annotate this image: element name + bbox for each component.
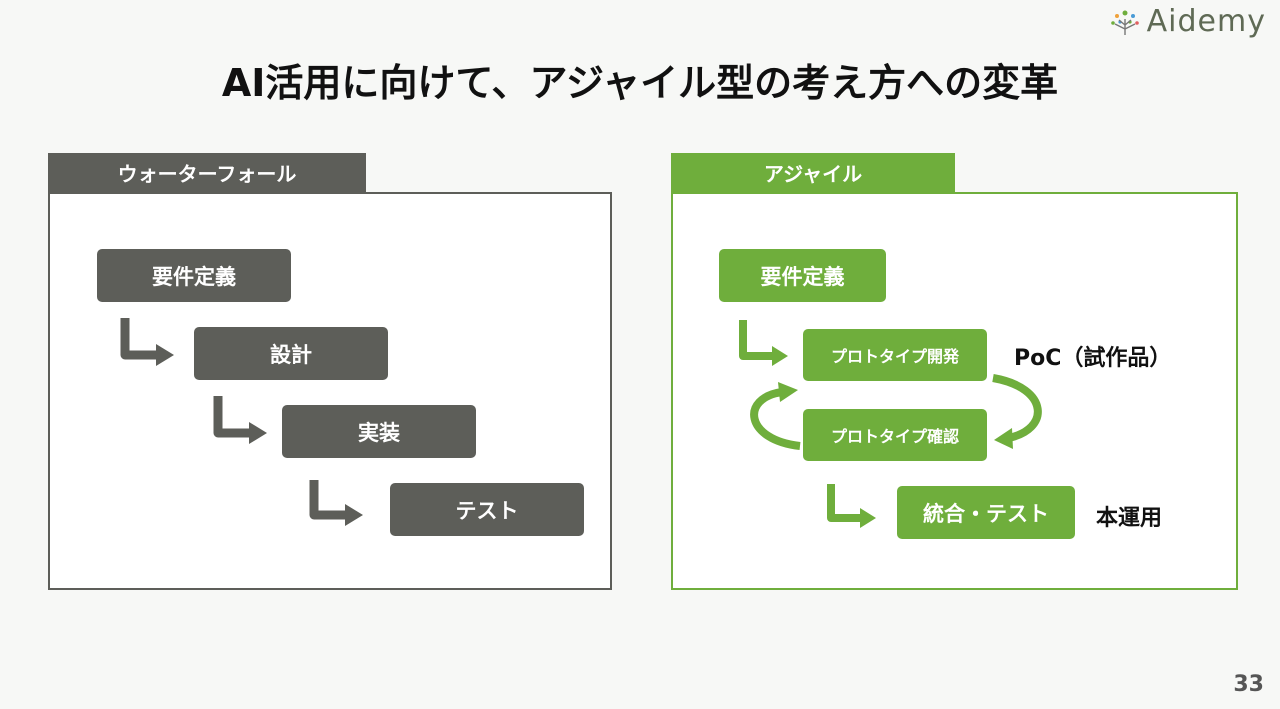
ag-step-prototype-dev: プロトタイプ開発: [803, 329, 987, 381]
ag-arrowhead-1: [772, 346, 788, 366]
page-number: 33: [1233, 672, 1264, 697]
ag-arrow-2: [827, 484, 864, 522]
wf-arrow-2: [213, 396, 253, 438]
production-label: 本運用: [1096, 506, 1163, 531]
wf-step-requirements: 要件定義: [97, 249, 291, 302]
poc-label: PoC（試作品）: [1014, 346, 1172, 371]
ag-step-prototype-check: プロトタイプ確認: [803, 409, 987, 461]
wf-step-test: テスト: [390, 483, 584, 536]
ag-loop-left-head: [778, 382, 798, 402]
wf-arrow-1: [120, 318, 160, 360]
wf-arrowhead-2: [249, 422, 267, 444]
ag-loop-right-head: [994, 428, 1013, 449]
ag-step-requirements: 要件定義: [719, 249, 886, 302]
logo-text: Aidemy: [1146, 4, 1266, 39]
tree-icon: [1110, 10, 1139, 35]
agile-tab: アジャイル: [671, 153, 955, 192]
wf-step-implementation: 実装: [282, 405, 476, 458]
aidemy-logo: Aidemy: [1107, 4, 1266, 39]
wf-arrow-3: [309, 480, 349, 520]
ag-arrow-1: [739, 320, 776, 360]
wf-step-design: 設計: [194, 327, 388, 380]
ag-step-integration-test: 統合・テスト: [897, 486, 1075, 539]
ag-loop-right: [992, 374, 1042, 442]
waterfall-tab: ウォーターフォール: [48, 153, 366, 192]
wf-arrowhead-1: [156, 344, 174, 366]
ag-loop-left: [750, 388, 801, 450]
slide-title: AI活用に向けて、アジャイル型の考え方への変革: [221, 61, 1059, 105]
ag-arrowhead-2: [860, 508, 876, 528]
wf-arrowhead-3: [345, 504, 363, 526]
